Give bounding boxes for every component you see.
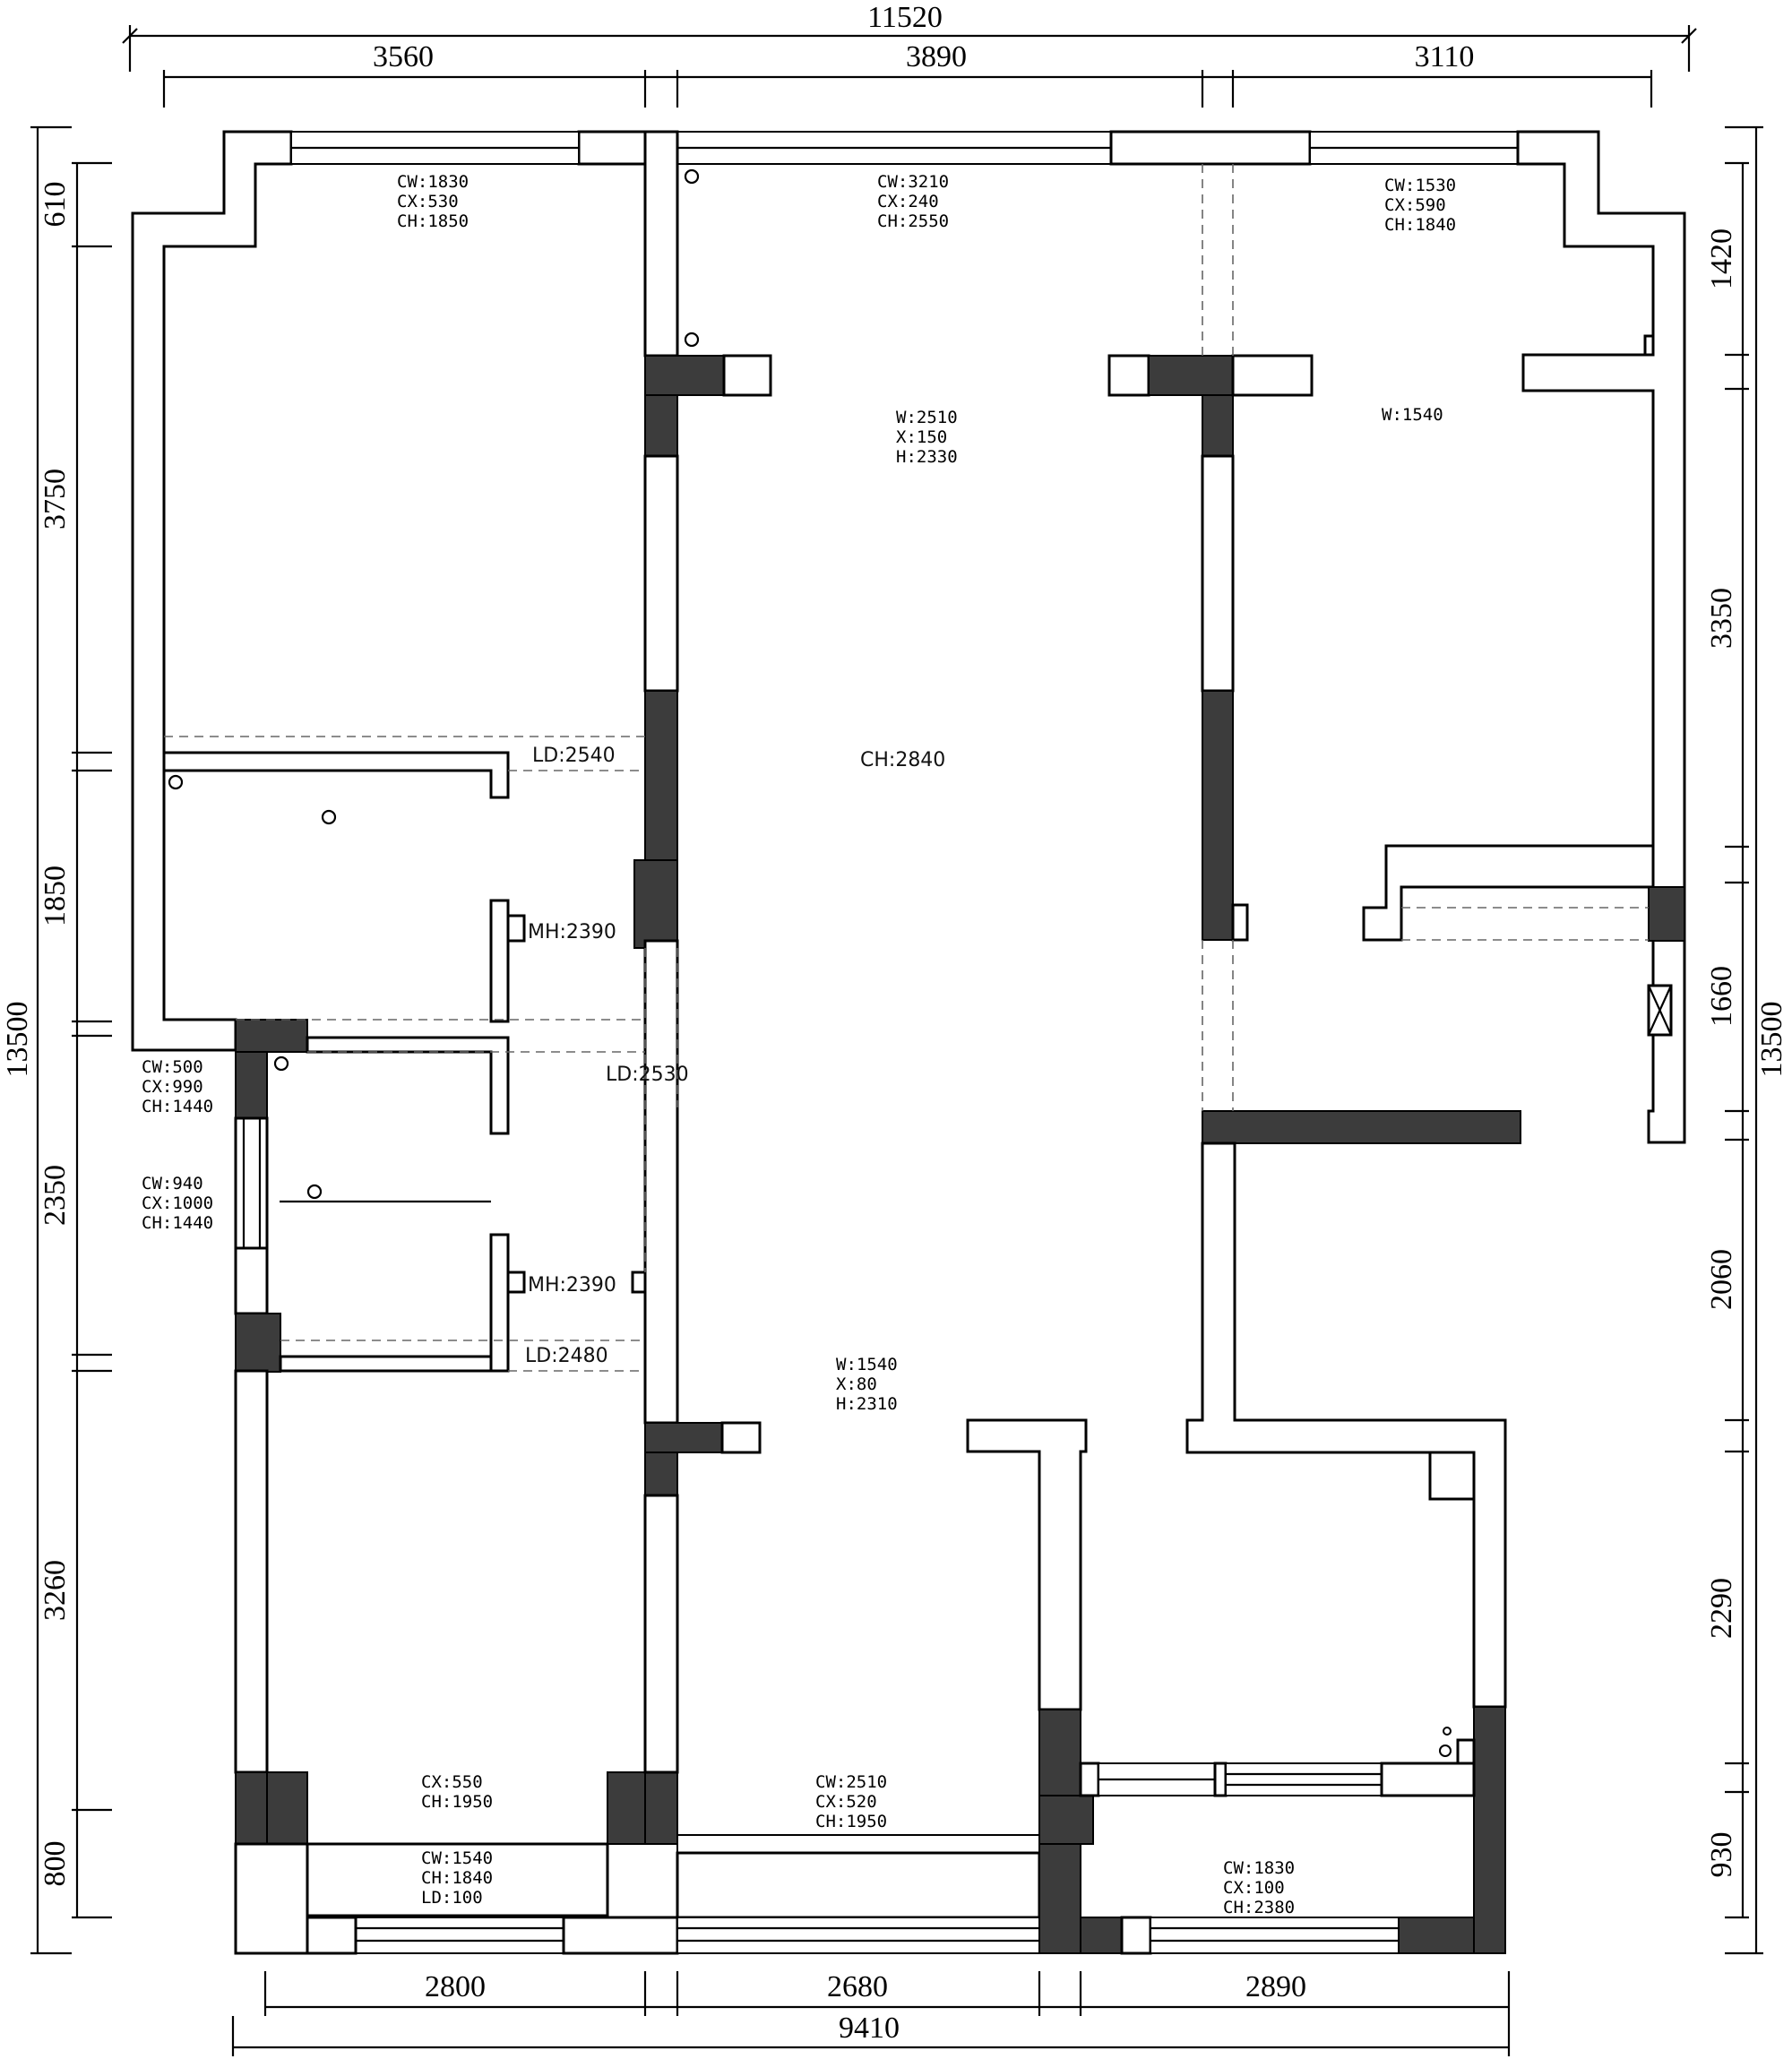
- n-window-cw: CW:3210: [877, 172, 949, 192]
- se-window-ch: CH:2380: [1223, 1898, 1295, 1917]
- se-window-cx: CX:100: [1223, 1878, 1285, 1898]
- sw-window-lower-ch: CH:1840: [421, 1868, 493, 1888]
- dashed-lines: [164, 164, 1649, 1372]
- dim-left-6: 800: [39, 1841, 72, 1887]
- mh-label-1: MH:2390: [528, 921, 616, 943]
- dim-left-1: 610: [39, 182, 72, 228]
- ld-label-2: LD:2530: [606, 1064, 689, 1086]
- opening-top-w: W:2510: [896, 408, 958, 427]
- pipe-icon: [1443, 1727, 1452, 1736]
- ne-window-cx: CX:590: [1384, 195, 1446, 215]
- ld-label-1: LD:2540: [532, 745, 616, 767]
- ceiling-height-label: CH:2840: [860, 749, 945, 771]
- sw-window-upper-cx: CX:550: [421, 1772, 483, 1792]
- dim-overall-bottom: 9410: [839, 2012, 900, 2045]
- s-window-cx: CX:520: [815, 1792, 877, 1812]
- pipe-icon: [306, 1184, 323, 1200]
- s-window-cw: CW:2510: [815, 1772, 887, 1792]
- pipe-icon: [1439, 1745, 1452, 1757]
- dimension-lines: [30, 25, 1763, 2056]
- sw-window-upper-ch: CH:1950: [421, 1792, 493, 1812]
- ld-label-3: LD:2480: [525, 1345, 608, 1367]
- w-window-mid-ch: CH:1440: [142, 1213, 213, 1233]
- dim-right-6: 930: [1705, 1832, 1738, 1878]
- sw-window-lower-cw: CW:1540: [421, 1848, 493, 1868]
- opening-top-h: H:2330: [896, 447, 958, 467]
- w-window-mid-cx: CX:1000: [142, 1193, 213, 1213]
- opening-lower-h: H:2310: [836, 1394, 898, 1414]
- opening-lower-x: X:80: [836, 1374, 877, 1394]
- n-window-cx: CX:240: [877, 192, 939, 211]
- dim-right-5: 2290: [1705, 1578, 1738, 1639]
- se-window-cw: CW:1830: [1223, 1858, 1295, 1878]
- dim-left-5: 3260: [39, 1560, 72, 1621]
- mh-label-2: MH:2390: [528, 1274, 616, 1297]
- w-window-small-cw: CW:500: [142, 1057, 203, 1077]
- s-window-ch: CH:1950: [815, 1812, 887, 1831]
- dim-right-overall: 13500: [1755, 1002, 1788, 1078]
- pipe-icon: [168, 774, 184, 790]
- w-window-small-cx: CX:990: [142, 1077, 203, 1097]
- dim-right-4: 2060: [1705, 1249, 1738, 1310]
- w-window-small-ch: CH:1440: [142, 1097, 213, 1116]
- pipe-icon: [684, 168, 700, 185]
- dim-left-4: 2350: [39, 1165, 72, 1226]
- dim-left-2: 3750: [39, 469, 72, 530]
- dim-top-1: 3560: [373, 40, 434, 73]
- dim-left-3: 1850: [39, 866, 72, 926]
- dim-right-2: 3350: [1705, 588, 1738, 649]
- dim-right-3: 1660: [1705, 966, 1738, 1027]
- fixtures: [168, 168, 1452, 1757]
- dim-left-overall: 13500: [1, 1002, 34, 1078]
- w-window-mid-cw: CW:940: [142, 1174, 203, 1193]
- ne-window-ch: CH:1840: [1384, 215, 1456, 235]
- ne-window-cw: CW:1530: [1384, 176, 1456, 195]
- dim-bottom-2: 2680: [827, 1970, 888, 2003]
- dim-top-2: 3890: [906, 40, 967, 73]
- nw-window-ch: CH:1850: [397, 211, 469, 231]
- n-window-ch: CH:2550: [877, 211, 949, 231]
- pipe-icon: [273, 1055, 289, 1072]
- opening-lower-w: W:1540: [836, 1355, 898, 1374]
- nw-window-cx: CX:530: [397, 192, 459, 211]
- opening-top-x: X:150: [896, 427, 947, 447]
- dim-bottom-1: 2800: [425, 1970, 486, 2003]
- nw-window-cw: CW:1830: [397, 172, 469, 192]
- sw-window-lower-ld: LD:100: [421, 1888, 483, 1908]
- dim-bottom-3: 2890: [1245, 1970, 1306, 2003]
- pipe-icon: [321, 809, 337, 825]
- dim-right-1: 1420: [1705, 228, 1738, 289]
- pipe-icon: [684, 332, 700, 348]
- dim-overall-top: 11520: [867, 1, 943, 34]
- dim-top-3: 3110: [1415, 40, 1475, 73]
- walls: [131, 130, 1686, 1955]
- opening-ne-w: W:1540: [1382, 405, 1443, 425]
